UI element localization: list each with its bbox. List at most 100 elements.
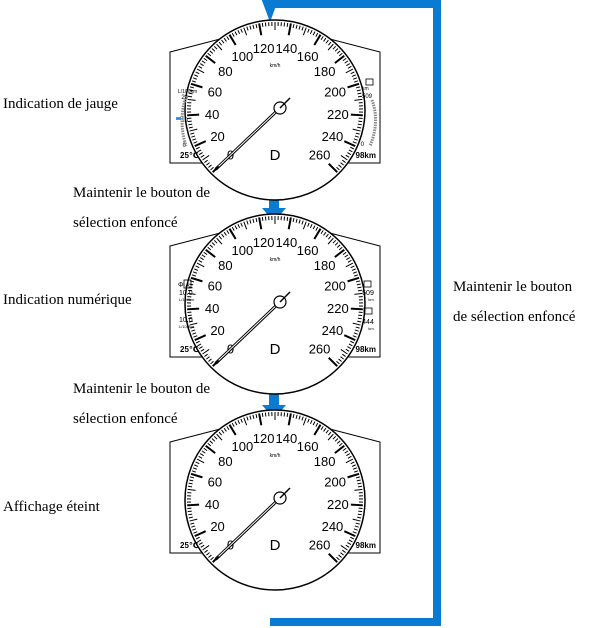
minor-tick — [358, 314, 363, 317]
minor-tick — [195, 340, 200, 344]
minor-tick — [198, 346, 203, 350]
minor-tick — [234, 31, 238, 36]
loop-arrow — [261, 0, 441, 626]
tick-label-100: 100 — [232, 439, 254, 454]
minor-tick — [338, 358, 342, 362]
minor-tick — [196, 68, 205, 74]
minor-tick — [188, 289, 193, 292]
minor-tick — [315, 422, 319, 427]
minor-tick — [187, 314, 192, 317]
minor-tick — [255, 23, 258, 29]
minor-tick — [218, 41, 222, 46]
gauge-scale-top: 20 — [181, 95, 188, 101]
major-tick — [194, 140, 207, 148]
needle-tail — [279, 97, 291, 109]
minor-tick — [192, 77, 198, 80]
minor-tick — [356, 479, 361, 482]
minor-tick — [315, 32, 319, 37]
minor-tick — [340, 349, 348, 355]
major-tick — [228, 424, 237, 436]
tick-label-20: 20 — [210, 323, 224, 338]
tick-label-240: 240 — [322, 323, 344, 338]
needle-highlight — [218, 301, 281, 361]
consumption-unit-2: L/100km — [179, 324, 195, 329]
loop-instruction-line2: de sélection enfoncé — [453, 309, 576, 325]
minor-tick — [327, 237, 334, 245]
speed-unit: km/h — [270, 453, 281, 459]
minor-tick — [340, 162, 344, 166]
minor-tick — [189, 322, 198, 326]
minor-tick — [188, 320, 193, 323]
minor-tick — [354, 292, 363, 295]
minor-tick — [325, 39, 329, 44]
minor-tick — [302, 221, 307, 230]
minor-tick — [332, 239, 337, 244]
minor-tick — [312, 421, 316, 426]
major-tick — [343, 140, 356, 148]
major-tick — [350, 113, 363, 117]
tick-label-100: 100 — [232, 49, 254, 64]
minor-tick — [320, 426, 324, 431]
minor-tick — [204, 159, 208, 163]
minor-tick — [354, 470, 359, 473]
minor-tick — [357, 123, 362, 126]
minor-tick — [243, 417, 248, 426]
minor-tick — [261, 412, 264, 417]
minor-tick — [202, 155, 210, 161]
minor-tick — [190, 326, 195, 329]
needle-highlight — [218, 497, 281, 557]
minor-tick — [347, 65, 352, 69]
minor-tick — [189, 86, 195, 89]
tick-label-260: 260 — [309, 538, 331, 553]
major-tick — [258, 23, 263, 36]
minor-tick — [312, 31, 316, 36]
minor-tick — [351, 464, 356, 467]
minor-tick — [358, 510, 363, 513]
minor-tick — [189, 128, 198, 132]
minor-tick — [199, 257, 204, 261]
minor-tick — [203, 251, 208, 256]
minor-tick — [345, 154, 350, 158]
tick-label-20: 20 — [210, 519, 224, 534]
minor-tick — [357, 289, 362, 292]
speed-unit: km/h — [270, 63, 281, 69]
mode-box — [183, 279, 192, 289]
minor-tick — [345, 68, 354, 74]
minor-tick — [340, 552, 344, 556]
minor-tick — [201, 254, 206, 258]
tick-label-40: 40 — [205, 497, 219, 512]
minor-tick — [223, 37, 227, 42]
loop-arrow-head — [261, 0, 279, 22]
tick-label-120: 120 — [253, 41, 275, 56]
major-tick — [328, 357, 338, 367]
minor-tick — [357, 320, 362, 323]
minor-tick — [209, 50, 214, 54]
odometer: 98km — [356, 151, 376, 160]
minor-tick — [252, 24, 255, 29]
minor-tick — [223, 427, 227, 432]
minor-tick — [221, 233, 225, 238]
minor-tick — [243, 221, 248, 230]
major-tick — [187, 113, 200, 117]
minor-tick — [216, 237, 223, 245]
range-value: 509 — [362, 94, 373, 100]
minor-tick — [208, 554, 212, 558]
minor-tick — [328, 235, 332, 240]
minor-tick — [342, 549, 346, 553]
minor-tick — [261, 22, 264, 27]
minor-tick — [302, 417, 307, 426]
minor-tick — [209, 440, 214, 444]
gear-indicator: D — [270, 147, 281, 164]
gear-indicator: D — [270, 537, 281, 554]
minor-tick — [295, 414, 298, 419]
minor-tick — [187, 120, 192, 123]
minor-tick — [240, 28, 243, 33]
major-tick — [194, 334, 207, 342]
minor-tick — [197, 343, 202, 347]
tick-label-200: 200 — [324, 278, 346, 293]
tick-label-140: 140 — [276, 41, 298, 56]
minor-tick — [188, 513, 193, 516]
tick-label-160: 160 — [297, 243, 319, 258]
minor-tick — [192, 138, 197, 141]
tick-label-20: 20 — [210, 129, 224, 144]
